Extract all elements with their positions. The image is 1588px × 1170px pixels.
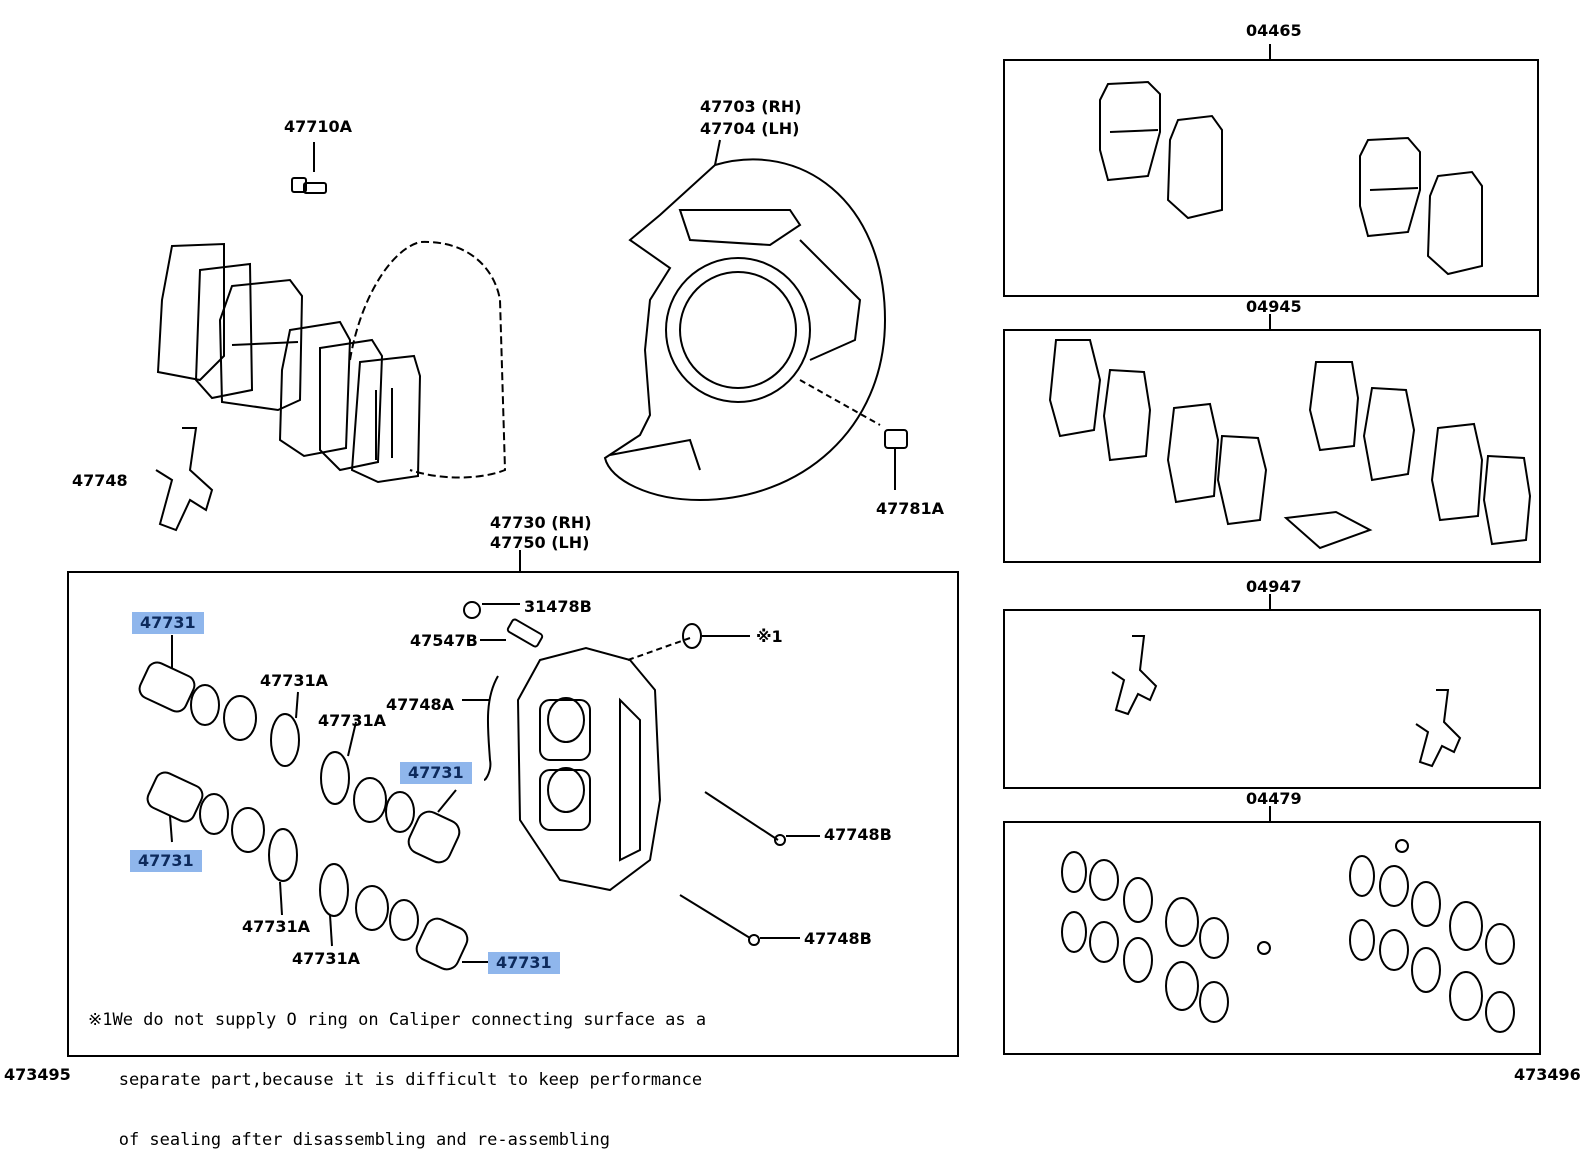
label-47704-lh: 47704 (LH) bbox=[700, 119, 800, 138]
label-kit-04465: 04465 bbox=[1246, 21, 1302, 40]
label-note-ref: ※1 bbox=[756, 627, 783, 646]
kit-04947-clips bbox=[1111, 635, 1462, 768]
label-kit-04479: 04479 bbox=[1246, 789, 1302, 808]
kit-box-04947 bbox=[1003, 609, 1541, 789]
kit-04945-pads bbox=[1048, 339, 1532, 550]
kit-box-04465 bbox=[1003, 59, 1539, 297]
label-47748b-upper: 47748B bbox=[824, 825, 892, 844]
highlighted-part-47731-3[interactable]: 47731 bbox=[130, 850, 202, 872]
label-47731a-3: 47731A bbox=[242, 917, 311, 936]
pad-support-plate-47748 bbox=[155, 427, 214, 532]
kit-04465-pads bbox=[1099, 80, 1483, 276]
brake-pad-set bbox=[156, 240, 507, 484]
label-47547b: 47547B bbox=[410, 631, 478, 650]
footer-id-left: 473495 bbox=[4, 1065, 71, 1084]
label-47731a-4: 47731A bbox=[292, 949, 361, 968]
piston-set bbox=[138, 635, 500, 971]
brake-parts-diagram bbox=[67, 44, 1541, 1057]
footer-id-right: 473496 bbox=[1514, 1065, 1581, 1084]
label-31478b: 31478B bbox=[524, 597, 592, 616]
o-ring bbox=[682, 623, 702, 649]
highlighted-part-47731-2[interactable]: 47731 bbox=[400, 762, 472, 784]
kit-box-04945 bbox=[1003, 329, 1541, 563]
kit-box-04479 bbox=[1003, 821, 1541, 1055]
disc-brake-dust-shield bbox=[603, 139, 887, 502]
label-47781a: 47781A bbox=[876, 499, 945, 518]
label-47730-rh: 47730 (RH) bbox=[490, 513, 592, 532]
note-line-3: of sealing after disassembling and re-as… bbox=[88, 1130, 610, 1150]
label-kit-04945: 04945 bbox=[1246, 297, 1302, 316]
label-47703-rh: 47703 (RH) bbox=[700, 97, 802, 116]
label-47710a: 47710A bbox=[284, 117, 353, 136]
highlighted-part-47731-4[interactable]: 47731 bbox=[488, 952, 560, 974]
bolt-47710a bbox=[291, 142, 327, 194]
bolt-47781a bbox=[884, 429, 908, 490]
label-47748: 47748 bbox=[72, 471, 128, 490]
pad-pin-2 bbox=[679, 894, 800, 946]
note-line-1: ※1We do not supply O ring on Caliper con… bbox=[88, 1010, 707, 1030]
kit-04479-seals bbox=[1061, 839, 1515, 1033]
label-47731a-2: 47731A bbox=[318, 711, 387, 730]
caliper-note: ※1We do not supply O ring on Caliper con… bbox=[88, 970, 706, 1170]
label-47731a-1: 47731A bbox=[260, 671, 329, 690]
pad-spring-47748a bbox=[483, 675, 499, 781]
highlighted-part-47731-1[interactable]: 47731 bbox=[132, 612, 204, 634]
note-line-2: separate part,because it is difficult to… bbox=[88, 1070, 703, 1090]
label-47750-lh: 47750 (LH) bbox=[490, 533, 590, 552]
label-kit-04947: 04947 bbox=[1246, 577, 1302, 596]
bleeder-cap-31478b bbox=[463, 601, 481, 619]
label-47748b-lower: 47748B bbox=[804, 929, 872, 948]
caliper-body bbox=[516, 637, 691, 892]
caliper-assembly-box bbox=[67, 571, 959, 1057]
pad-pin-1 bbox=[704, 791, 820, 846]
bleeder-plug-47547b bbox=[480, 618, 544, 648]
label-47748a: 47748A bbox=[386, 695, 455, 714]
